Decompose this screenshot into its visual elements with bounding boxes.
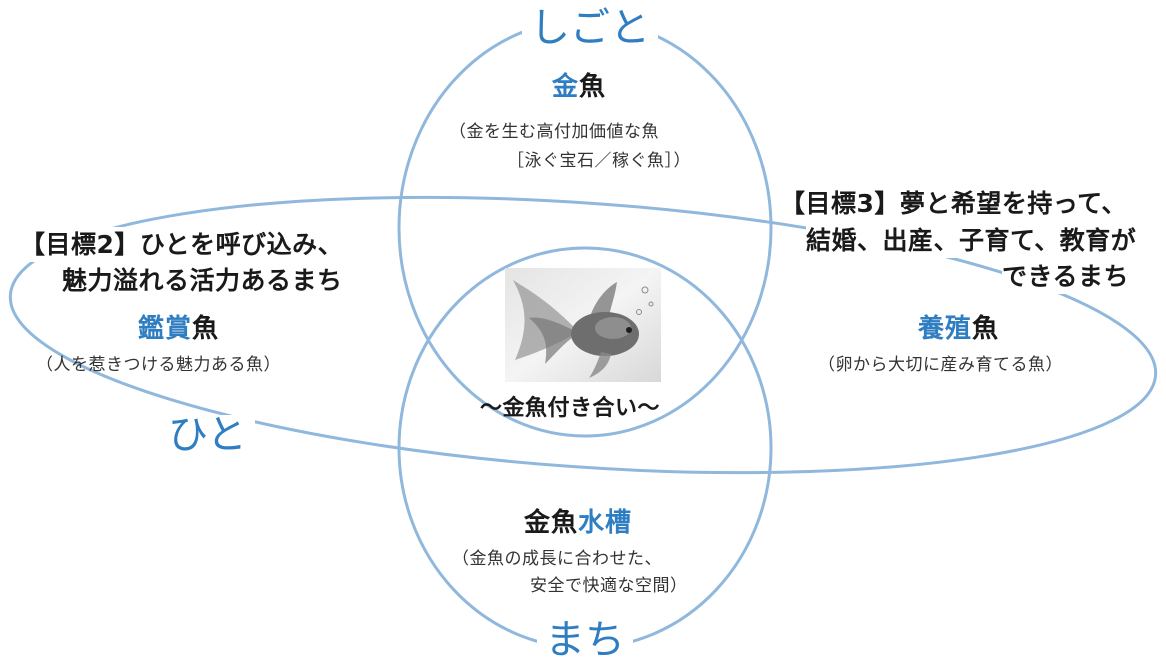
left-title-rest: 魚: [192, 314, 220, 344]
left-title-accent: 鑑賞: [138, 314, 193, 344]
label-hito: ひと: [160, 415, 255, 455]
goldfish-icon: [505, 268, 661, 382]
wide-ellipse: [8, 195, 1158, 475]
left-title: 鑑賞魚: [138, 308, 219, 345]
top-title-accent: 金: [552, 72, 580, 102]
top-title: 金魚: [552, 66, 606, 103]
bottom-title: 金魚水槽: [524, 502, 632, 539]
bottom-title-accent: 水槽: [578, 508, 633, 538]
center-caption: ～金魚付き合い～: [480, 396, 661, 421]
goal-3-line3: できるまち: [1002, 259, 1130, 294]
right-desc: （卵から大切に産み育てる魚）: [818, 355, 1063, 375]
bottom-title-rest: 金魚: [524, 508, 579, 538]
right-title-accent: 養殖: [918, 314, 973, 344]
bottom-desc-line2: 安全で快適な空間）: [530, 576, 688, 596]
top-desc-line2: ［泳ぐ宝石／稼ぐ魚］）: [507, 151, 691, 171]
goal-3-line2: 結婚、出産、子育て、教育が: [806, 223, 1137, 258]
left-desc: （人を惹きつける魅力ある魚）: [36, 355, 281, 375]
goal-3-line1: 【目標3】夢と希望を持って、: [780, 186, 1127, 221]
label-machi: まち: [537, 620, 633, 660]
goal-2-line2: 魅力溢れる活力あるまち: [62, 263, 343, 298]
goldfish-image: [505, 268, 661, 382]
label-shigoto: しごと: [522, 8, 658, 48]
top-desc-line1: （金を生む高付加価値な魚: [449, 122, 659, 142]
goal-2-line1: 【目標2】ひとを呼び込み、: [20, 227, 344, 262]
right-title: 養殖魚: [918, 308, 999, 345]
top-title-rest: 魚: [579, 72, 607, 102]
bottom-desc-line1: （金魚の成長に合わせた、: [452, 549, 662, 569]
right-title-rest: 魚: [972, 314, 1000, 344]
